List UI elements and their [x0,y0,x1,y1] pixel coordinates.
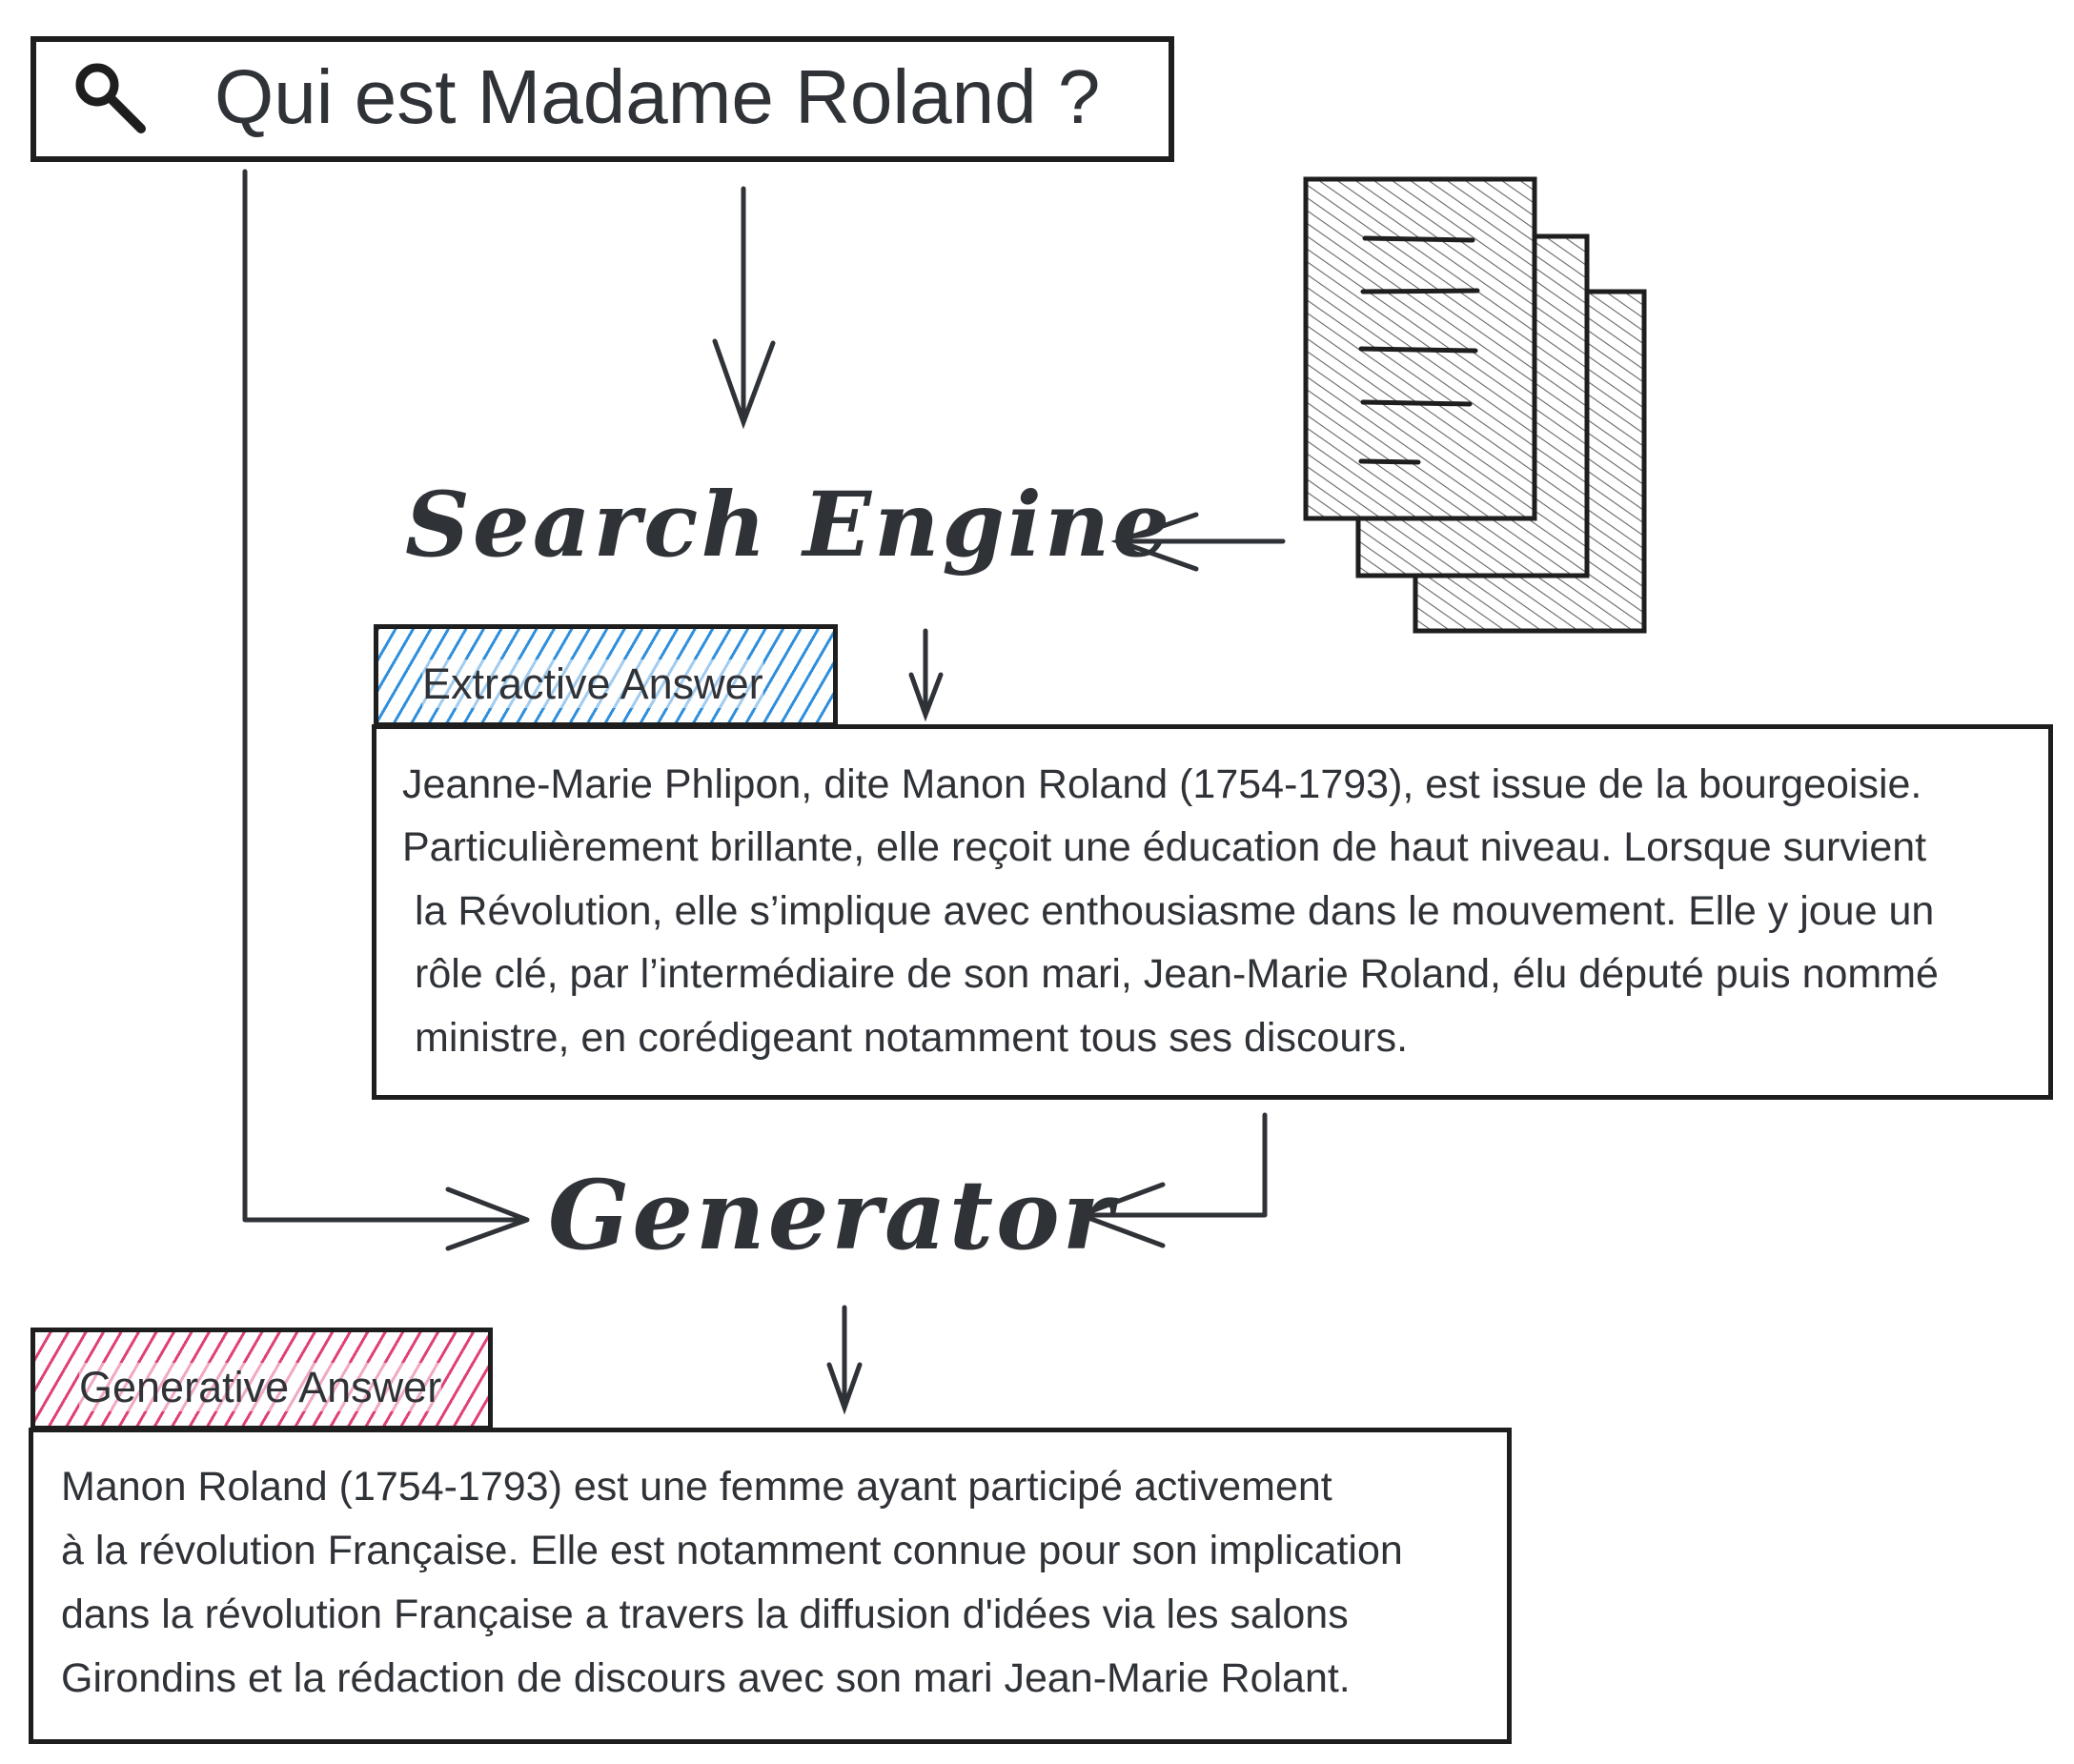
generative-answer-tab-label: Generative Answer [79,1363,442,1411]
magnifier-icon [75,63,146,133]
arrow-query-to-engine [712,186,776,430]
generative-answer-line: à la révolution Française. Elle est nota… [61,1528,1403,1573]
arrow-query-to-generator [242,169,530,1251]
extractive-answer-line: Jeanne-Marie Phlipon, dite Manon Roland … [402,761,1922,807]
document-stack-icon [1303,176,1647,634]
extractive-answer-line: ministre, en corédigeant notamment tous … [415,1015,1409,1061]
search-query-text[interactable]: Qui est Madame Roland ? [214,54,1101,139]
search-bar[interactable] [30,36,1174,162]
arrow-extractive-to-generator [1078,1112,1268,1248]
generative-answer-line: Girondins et la rédaction de discours av… [61,1655,1351,1701]
search-engine-label: Search Engine [405,473,1172,578]
generative-answer-tab: Generative Answer [30,1328,493,1430]
generative-answer-box: Manon Roland (1754-1793) est une femme a… [29,1428,1512,1744]
generative-answer-line: Manon Roland (1754-1793) est une femme a… [61,1464,1332,1510]
extractive-answer-box: Jeanne-Marie Phlipon, dite Manon Roland … [372,724,2053,1100]
generative-answer-line: dans la révolution Française a travers l… [61,1592,1349,1637]
extractive-answer-line: la Révolution, elle s’implique avec enth… [415,888,1935,934]
extractive-answer-tab: Extractive Answer [374,624,838,727]
extractive-answer-line: Particulièrement brillante, elle reçoit … [402,824,1927,870]
arrow-generator-to-generative [826,1305,863,1415]
generator-label: Generator [548,1159,1116,1271]
arrow-engine-to-extractive [908,628,944,722]
arrow-documents-to-engine [1110,512,1286,572]
extractive-answer-line: rôle clé, par l’intermédiaire de son mar… [415,951,1939,997]
document-text-lines-icon [1358,235,1480,465]
extractive-answer-tab-label: Extractive Answer [422,659,763,708]
